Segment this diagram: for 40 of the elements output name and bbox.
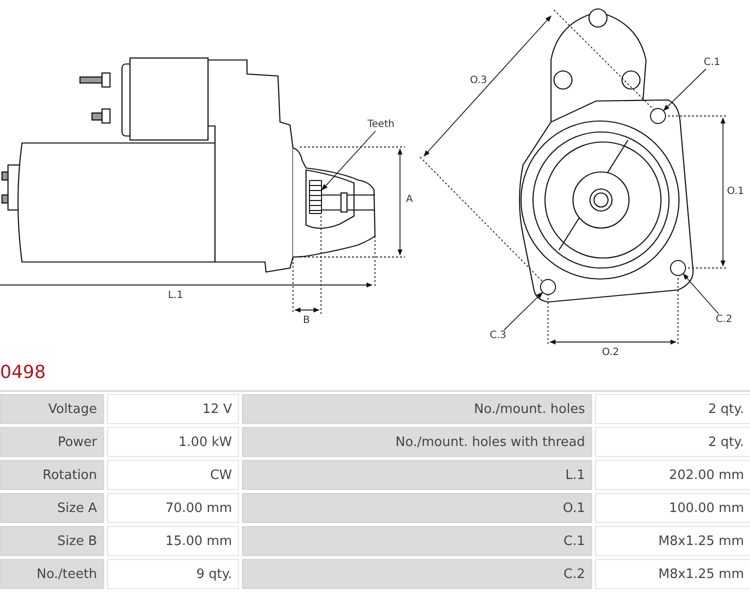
leader-line: [504, 292, 543, 330]
spec-value: M8x1.25 mm: [595, 559, 750, 589]
spec-label: C.2: [242, 559, 592, 589]
spec-label: Size A: [0, 493, 104, 523]
callout-label: C.2: [714, 314, 734, 326]
callout-label: Teeth: [364, 119, 398, 131]
spec-label: No./mount. holes: [242, 394, 592, 424]
spec-value: 12 V: [107, 394, 239, 424]
spec-value: 2 qty.: [595, 394, 750, 424]
spec-value: M8x1.25 mm: [595, 526, 750, 556]
part-number-title: 0498: [0, 362, 46, 384]
spec-label: No./teeth: [0, 559, 104, 589]
spec-label: No./mount. holes with thread: [242, 427, 592, 457]
spec-value: 9 qty.: [107, 559, 239, 589]
callout-label: C.3: [488, 330, 508, 342]
spec-label: C.1: [242, 526, 592, 556]
spec-label: Power: [0, 427, 104, 457]
leader-line: [322, 130, 376, 190]
dimension-label: O.2: [602, 347, 620, 359]
leader-line: [663, 68, 706, 111]
spec-value: 100.00 mm: [595, 493, 750, 523]
spec-label: Voltage: [0, 394, 104, 424]
spec-label: Size B: [0, 526, 104, 556]
spec-label: L.1: [242, 460, 592, 490]
dimension-label: O.3: [470, 75, 488, 87]
spec-label: Rotation: [0, 460, 104, 490]
callout-label: C.1: [702, 57, 722, 69]
leader-line: [682, 274, 720, 314]
spec-value: CW: [107, 460, 239, 490]
dimension-label: A: [406, 194, 413, 206]
dimension-label: B: [303, 315, 310, 327]
spec-value: 202.00 mm: [595, 460, 750, 490]
spec-value: 2 qty.: [595, 427, 750, 457]
pinion-teeth: [309, 180, 322, 214]
spec-label: O.1: [242, 493, 592, 523]
dimension-label: L.1: [168, 290, 184, 302]
spec-value: 1.00 kW: [107, 427, 239, 457]
spec-value: 70.00 mm: [107, 493, 239, 523]
spec-value: 15.00 mm: [107, 526, 239, 556]
dimension-label: O.1: [727, 186, 744, 198]
